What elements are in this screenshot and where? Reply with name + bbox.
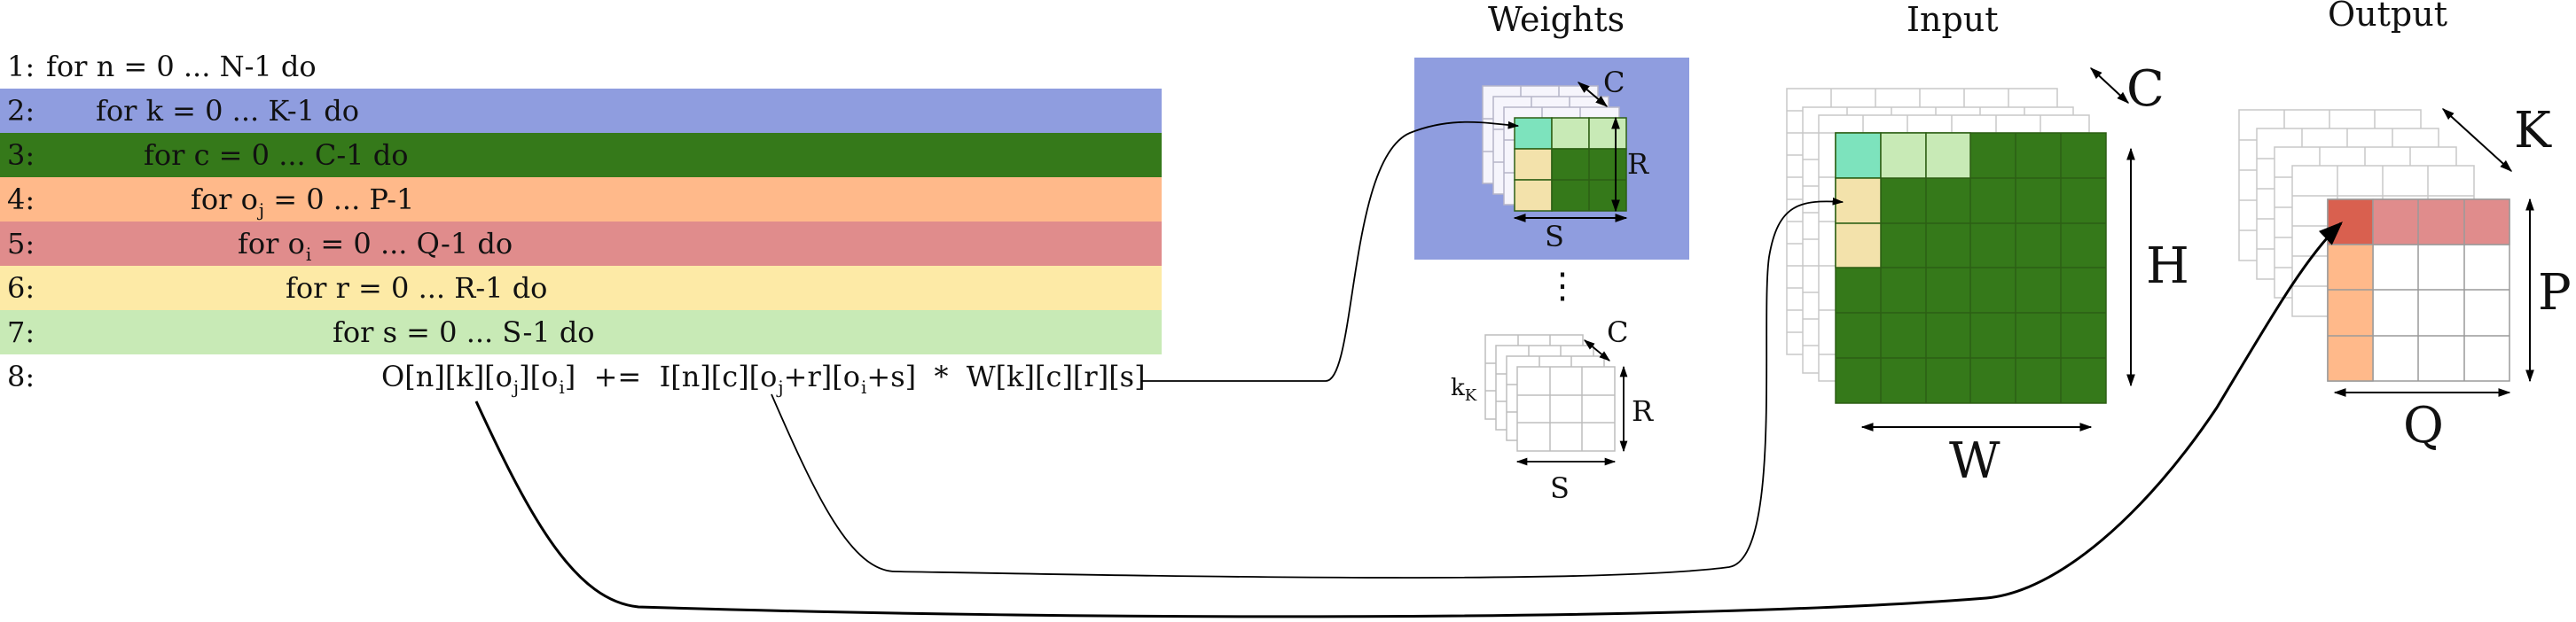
code-line-4: 4: for oj = 0 ... P-1 bbox=[0, 177, 1162, 222]
line-number: 5: bbox=[7, 227, 35, 260]
last-filter-stack bbox=[1484, 334, 1616, 452]
output-front-channel bbox=[2327, 198, 2510, 382]
output-title: Output bbox=[2328, 0, 2447, 34]
code-line-7: 7: for s = 0 ... S-1 do bbox=[0, 310, 1162, 354]
weights-s-label: S bbox=[1545, 220, 1564, 253]
output-q-label: Q bbox=[2403, 397, 2444, 455]
input-front-channel bbox=[1835, 132, 2107, 404]
last-c-arrow bbox=[1584, 339, 1610, 362]
code-line-6: 6: for r = 0 ... R-1 do bbox=[0, 266, 1162, 310]
loop-r-text: for r = 0 ... R-1 do bbox=[286, 271, 548, 305]
input-access: I[n][c][oj+r][oi+s] bbox=[659, 360, 917, 398]
weight-access-connector bbox=[1141, 121, 1520, 382]
weights-c-arrow bbox=[1577, 82, 1609, 107]
code-line-1: 1: for n = 0 ... N-1 do bbox=[0, 44, 1162, 89]
loop-c-text: for c = 0 ... C-1 do bbox=[144, 138, 409, 172]
last-filter-label: kK bbox=[1451, 375, 1477, 405]
loop-oj-text: for oj = 0 ... P-1 bbox=[191, 183, 415, 221]
output-p-label: P bbox=[2538, 264, 2572, 322]
weights-front-filter bbox=[1514, 117, 1627, 212]
weight-access: W[k][c][r][s] bbox=[966, 360, 1146, 393]
line-number: 4: bbox=[7, 183, 35, 216]
input-h-label: H bbox=[2146, 237, 2189, 295]
input-title: Input bbox=[1907, 0, 1999, 39]
line-number: 3: bbox=[7, 138, 35, 172]
loop-n-text: for n = 0 ... N-1 do bbox=[46, 50, 317, 83]
input-w-label: W bbox=[1949, 432, 2001, 490]
weights-c-label: C bbox=[1603, 66, 1625, 99]
output-k-label: K bbox=[2514, 102, 2551, 159]
ellipsis-dots: ⋮ bbox=[1545, 266, 1580, 307]
weights-r-label: R bbox=[1627, 147, 1649, 181]
loop-s-text: for s = 0 ... S-1 do bbox=[333, 315, 595, 349]
loop-k-text: for k = 0 ... K-1 do bbox=[96, 94, 360, 128]
code-line-2: 2: for k = 0 ... K-1 do bbox=[0, 89, 1162, 133]
line-number: 2: bbox=[7, 94, 35, 128]
last-c-label: C bbox=[1607, 315, 1629, 349]
code-line-5: 5: for oi = 0 ... Q-1 do bbox=[0, 222, 1162, 266]
loop-oi-text: for oi = 0 ... Q-1 do bbox=[238, 227, 513, 265]
conv-statement: O[n][k][oj][oi] += I[n][c][oj+r][oi+s] *… bbox=[381, 354, 1146, 402]
accumulate-op: += bbox=[593, 360, 642, 393]
multiply-op: * bbox=[934, 360, 949, 393]
line-number: 1: bbox=[7, 50, 35, 83]
code-line-8: 8: O[n][k][oj][oi] += I[n][c][oj+r][oi+s… bbox=[0, 354, 1162, 399]
line-number: 8: bbox=[7, 360, 35, 393]
output-k-arrow bbox=[2441, 108, 2513, 172]
input-c-label: C bbox=[2126, 60, 2165, 118]
input-c-arrow bbox=[2089, 67, 2130, 104]
output-access: O[n][k][oj][oi] bbox=[381, 360, 576, 398]
last-s-label: S bbox=[1550, 471, 1570, 505]
last-r-label: R bbox=[1632, 394, 1654, 428]
input-access-connector bbox=[771, 197, 1844, 579]
code-line-3: 3: for c = 0 ... C-1 do bbox=[0, 133, 1162, 177]
output-access-connector bbox=[474, 222, 2343, 618]
line-number: 7: bbox=[7, 315, 35, 349]
line-number: 6: bbox=[7, 271, 35, 305]
weights-title: Weights bbox=[1488, 0, 1625, 39]
